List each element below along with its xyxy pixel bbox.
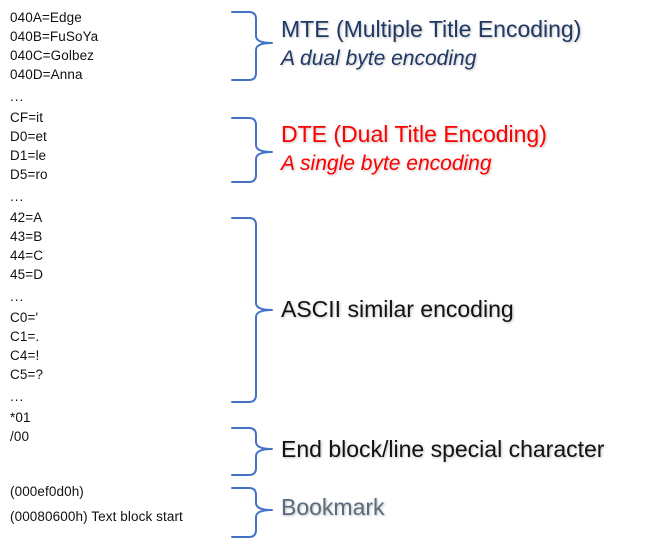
code-line: D5=ro [10, 167, 48, 182]
code-line: 040A=Edge [10, 10, 82, 25]
brace-ascii [231, 217, 273, 403]
code-line: 040D=Anna [10, 67, 83, 82]
code-line-ellipsis: ... [10, 189, 25, 204]
brace-dte [231, 117, 273, 183]
brace-mte [231, 11, 273, 81]
code-line: 43=B [10, 229, 43, 244]
annotation-dte: DTE (Dual Title Encoding) A single byte … [281, 119, 547, 179]
code-line-ellipsis: ... [10, 89, 25, 104]
annotation-bookmark: Bookmark [281, 492, 385, 522]
code-line: (000ef0d0h) [10, 484, 84, 499]
code-line: C0=' [10, 310, 39, 325]
annotation-ascii: ASCII similar encoding [281, 294, 514, 324]
annotation-mte: MTE (Multiple Title Encoding) A dual byt… [281, 14, 581, 74]
annotation-endblock: End block/line special character [281, 434, 604, 464]
code-line: C5=? [10, 367, 44, 382]
code-line: /00 [10, 429, 30, 444]
code-line: *01 [10, 410, 31, 425]
code-line: 44=C [10, 248, 44, 263]
code-line: CF=it [10, 110, 44, 125]
annotation-endblock-title: End block/line special character [281, 436, 605, 462]
annotation-bookmark-title: Bookmark [281, 494, 385, 520]
code-line: C1=. [10, 329, 40, 344]
code-line: 040B=FuSoYa [10, 29, 99, 44]
annotation-mte-subtitle: A dual byte encoding [281, 47, 477, 70]
code-line: D0=et [10, 129, 47, 144]
code-line: 040C=Golbez [10, 48, 95, 63]
encoding-table-listing: 040A=Edge 040B=FuSoYa 040C=Golbez 040D=Anna… [10, 0, 225, 554]
brace-bookmark [231, 487, 273, 538]
code-line: C4=! [10, 348, 40, 363]
code-line: D1=le [10, 148, 47, 163]
annotation-mte-title: MTE (Multiple Title Encoding) [281, 16, 582, 42]
code-line: 42=A [10, 210, 43, 225]
code-line-ellipsis: ... [10, 389, 25, 404]
annotation-dte-subtitle: A single byte encoding [281, 152, 492, 175]
code-line-ellipsis: ... [10, 289, 25, 304]
brace-endblock [231, 427, 273, 476]
annotation-dte-title: DTE (Dual Title Encoding) [281, 121, 547, 147]
annotation-ascii-title: ASCII similar encoding [281, 296, 514, 322]
code-line: (00080600h) Text block start [10, 509, 183, 524]
code-line: 45=D [10, 267, 44, 282]
